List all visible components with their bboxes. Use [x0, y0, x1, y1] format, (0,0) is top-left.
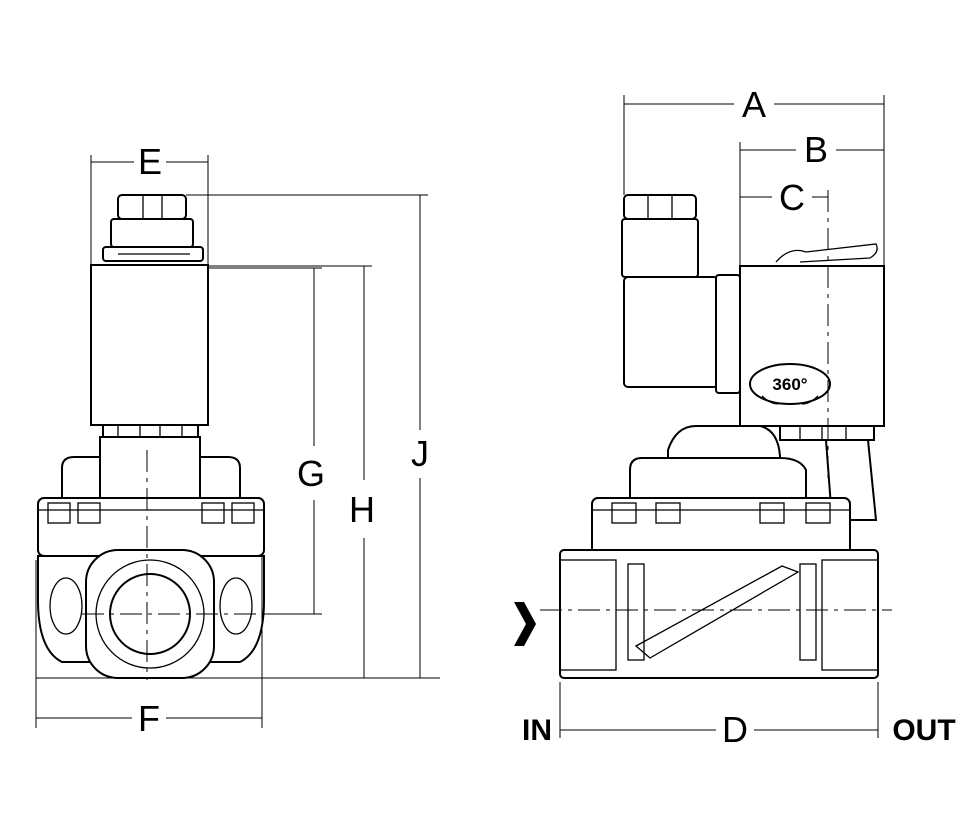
dim-label-g: G [297, 453, 325, 494]
rotation-badge: 360° [749, 363, 831, 405]
side-diaphragm-seat [634, 565, 800, 659]
front-view [37, 194, 320, 680]
side-coil-nut [779, 425, 875, 441]
dim-label-f: F [138, 698, 160, 739]
dim-label-d: D [722, 709, 748, 750]
outlet-label: OUT [892, 714, 955, 747]
dim-label-j: J [411, 433, 429, 474]
dim-label-h: H [349, 489, 375, 530]
rotation-label: 360° [772, 375, 807, 394]
side-flange [591, 497, 851, 557]
dim-label-c: C [779, 177, 805, 218]
front-dimension-lines [35, 155, 440, 728]
dim-label-b: B [804, 129, 828, 170]
front-flange [37, 497, 265, 557]
flow-direction-arrow [514, 602, 536, 646]
dim-label-a: A [742, 84, 766, 125]
front-connector [102, 194, 204, 262]
side-view: 360° [540, 190, 892, 679]
front-coil-nut [102, 424, 199, 438]
front-coil [90, 264, 209, 426]
side-dimension-lines [559, 95, 885, 738]
side-body [559, 549, 879, 679]
side-connector [621, 194, 741, 394]
side-bonnet [629, 457, 807, 499]
inlet-label: IN [522, 714, 552, 747]
coil-clip [775, 243, 878, 263]
dim-label-e: E [138, 141, 162, 182]
side-coil [739, 265, 885, 427]
dimension-labels: E F G H J A B C D IN OUT [138, 84, 956, 750]
